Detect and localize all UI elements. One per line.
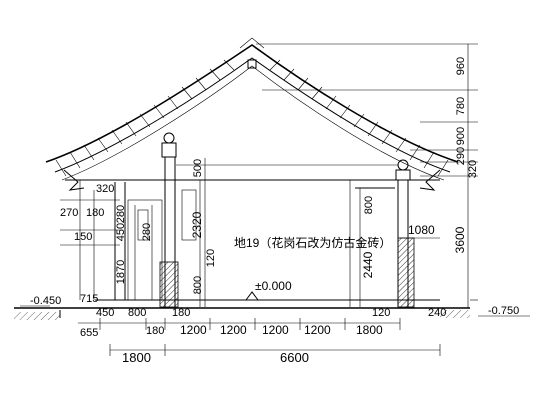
level-right: -0.750 (488, 305, 519, 317)
dim-center-500: 500 (192, 159, 204, 177)
dim-left-150: 150 (74, 231, 92, 243)
left-wall (114, 182, 163, 301)
dim-bottom-1800b: 1800 (122, 350, 151, 365)
roof (45, 37, 459, 191)
dim-right-960: 960 (455, 57, 467, 75)
dim-center-2320: 2320 (190, 211, 204, 238)
dim-center-800: 800 (192, 276, 204, 294)
dim-bottom-1200d: 1200 (304, 323, 331, 337)
dim-right-900: 900 (455, 127, 467, 145)
center-dimensions: 500 2320 120 800 (190, 158, 217, 307)
left-column-base (159, 261, 179, 308)
dim-left-180: 180 (86, 207, 104, 219)
dim-left-320: 320 (96, 183, 114, 195)
dim-left-450b: 450 (96, 307, 114, 319)
dim-inner-1080: 1080 (408, 223, 435, 237)
level-center: ±0.000 (255, 279, 292, 293)
dim-inner-800: 800 (363, 196, 375, 214)
dim-left-280b: 280 (141, 223, 153, 241)
floor-note: 地19（花岗石改为仿古金砖） (234, 235, 391, 250)
left-dimensions: 320 180 270 280 150 450 280 1870 715 450… (20, 180, 153, 319)
dim-left-270: 270 (60, 207, 78, 219)
dim-bottom-655: 655 (80, 327, 98, 339)
dim-center-120: 120 (205, 249, 217, 267)
dim-bottom-1200a: 1200 (180, 323, 207, 337)
level-left: -0.450 (30, 295, 61, 307)
dim-right-780: 780 (455, 97, 467, 115)
dim-inner-2440: 2440 (361, 251, 375, 278)
dim-bottom-6600: 6600 (280, 350, 309, 365)
right-level: -0.750 (478, 305, 530, 317)
dim-left-450: 450 (115, 223, 127, 241)
dim-left-715: 715 (80, 293, 98, 305)
dim-left-800: 800 (128, 307, 146, 319)
dim-left-1870: 1870 (115, 260, 127, 284)
dim-bottom-180a: 180 (146, 325, 164, 337)
center-level: ±0.000 (245, 279, 292, 301)
dim-right-290: 290 (455, 147, 467, 165)
right-inner-dimensions: 800 1080 2440 (359, 188, 440, 307)
dim-right-240: 240 (428, 307, 446, 319)
right-dimension-chain: 960 780 900 290 320 3600 240 (256, 43, 479, 319)
dim-right-320: 320 (467, 160, 479, 178)
dim-bottom-1200b: 1200 (220, 323, 247, 337)
dim-floor-120: 120 (372, 307, 390, 319)
right-column-base (397, 237, 415, 308)
dim-right-3600: 3600 (453, 226, 467, 253)
floor-and-ground (14, 299, 470, 320)
bottom-dimensions: 655 180 180 1200 1200 1200 1200 1800 120… (78, 307, 441, 365)
dim-bottom-180b: 180 (172, 307, 190, 319)
dim-bottom-1800a: 1800 (356, 323, 383, 337)
dim-left-280a: 280 (115, 205, 127, 223)
dim-bottom-1200c: 1200 (262, 323, 289, 337)
